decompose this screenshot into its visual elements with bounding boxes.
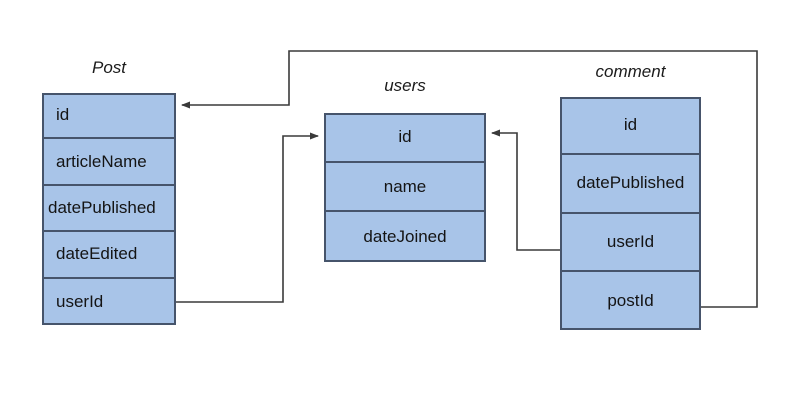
- attribute-label: name: [383, 176, 427, 196]
- entity-comment[interactable]: comment id datePublished userId postId: [560, 62, 701, 330]
- entity-title-post: Post: [91, 58, 127, 77]
- attribute-label: id: [398, 126, 412, 146]
- attribute-row[interactable]: dateEdited: [42, 232, 176, 279]
- entity-box-comment: [560, 97, 701, 330]
- entity-title-comment: comment: [595, 62, 666, 81]
- attribute-row[interactable]: id: [42, 93, 176, 140]
- attribute-row[interactable]: name: [324, 163, 486, 213]
- attribute-row[interactable]: id: [324, 113, 486, 163]
- attribute-row[interactable]: userId: [42, 279, 176, 325]
- attribute-row[interactable]: datePublished: [42, 186, 176, 233]
- attribute-label: datePublished: [576, 173, 685, 193]
- entity-post[interactable]: Post id articleName datePublished dateEd…: [42, 58, 176, 325]
- edge-post-userid-to-users-id: [176, 132, 319, 303]
- attribute-label: dateEdited: [56, 244, 138, 264]
- attribute-label: id: [623, 115, 638, 135]
- entity-box-post: [42, 93, 176, 325]
- attribute-row[interactable]: id: [560, 97, 701, 156]
- attribute-row[interactable]: datePublished: [560, 155, 701, 214]
- attribute-label: id: [56, 105, 70, 125]
- attribute-label: datePublished: [48, 197, 156, 217]
- edge-comment-userid-to-users-id: [491, 129, 560, 251]
- attribute-label: articleName: [56, 151, 147, 171]
- attribute-label: userId: [606, 231, 655, 251]
- attribute-label: postId: [607, 290, 654, 310]
- attribute-label: userId: [56, 291, 104, 311]
- attribute-row[interactable]: postId: [560, 272, 701, 330]
- entity-users[interactable]: users id name dateJoined: [324, 76, 486, 262]
- attribute-row[interactable]: articleName: [42, 139, 176, 186]
- attribute-row[interactable]: userId: [560, 214, 701, 272]
- entity-title-users: users: [384, 76, 426, 95]
- attribute-row[interactable]: dateJoined: [324, 212, 486, 262]
- entity-box-users: [324, 113, 486, 262]
- attribute-label: dateJoined: [363, 227, 447, 247]
